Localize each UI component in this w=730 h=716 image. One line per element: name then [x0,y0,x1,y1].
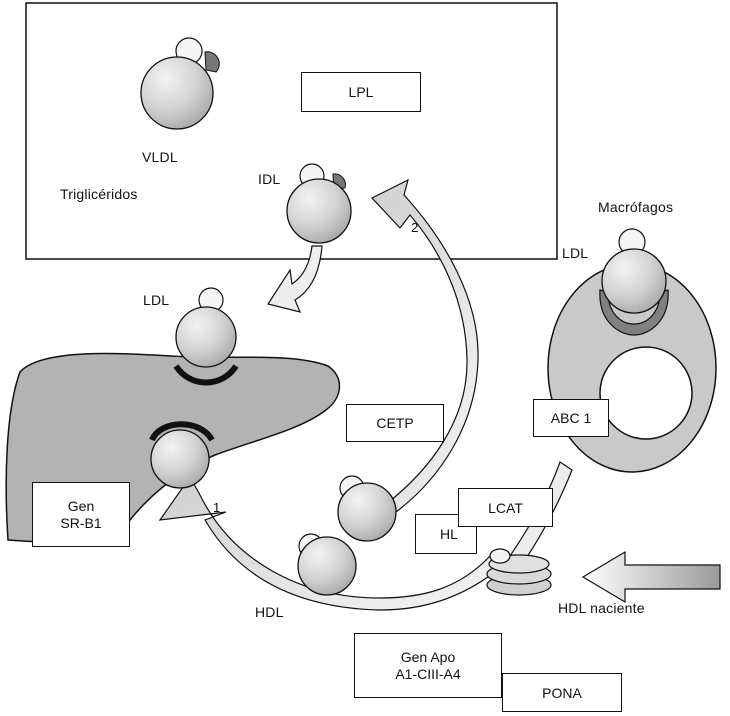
nascent-hdl-discs [486,548,552,596]
ldl-macrophage-label: LDL [562,245,589,261]
idl-particle [286,163,352,244]
gen-sr-b1-box: Gen SR-B1 [32,482,130,547]
macrofagos-label: Macrófagos [598,199,674,215]
hdl-naciente-label: HDL naciente [558,600,645,616]
lcat-label: LCAT [488,499,523,516]
hdl-label: HDL [255,604,284,620]
idl-label: IDL [258,171,281,187]
abc1-box: ABC 1 [533,399,609,437]
vldl-label: VLDL [142,149,178,165]
curved-arrow-2 [371,178,479,516]
lpl-box: LPL [301,72,421,112]
gen-apo-line1: Gen Apo [400,648,456,665]
gen-apo-box: Gen Apo A1-CIII-A4 [354,633,502,698]
big-arrow [581,550,721,604]
lpl-label: LPL [348,84,374,100]
gen-sr-line2: SR-B1 [60,514,102,531]
macrophage-nucleus [599,346,693,440]
ldl-liver-label: LDL [143,292,170,308]
hdl-cetp-particle [337,475,397,542]
lcat-box: LCAT [458,488,553,527]
pona-label: PONA [542,684,582,701]
ldl-liver-particle [173,287,239,386]
trigliceridos-label: Triglicéridos [60,186,138,202]
hl-label: HL [440,526,458,542]
cetp-box: CETP [346,404,444,442]
gen-sr-line1: Gen [67,497,95,514]
idl-to-ldl-arrow [267,245,323,313]
vldl-particle [140,37,220,130]
cetp-label: CETP [376,415,414,431]
gen-apo-line2: A1-CIII-A4 [395,665,461,682]
hdl-liver-particle [149,421,215,489]
ldl-macrophage-particle [599,228,669,336]
arrow-1-number: 1 [213,500,221,515]
abc1-label: ABC 1 [550,410,592,426]
hdl-particle [297,533,357,596]
arrow-2-number: 2 [411,220,419,235]
pona-box: PONA [502,673,622,712]
